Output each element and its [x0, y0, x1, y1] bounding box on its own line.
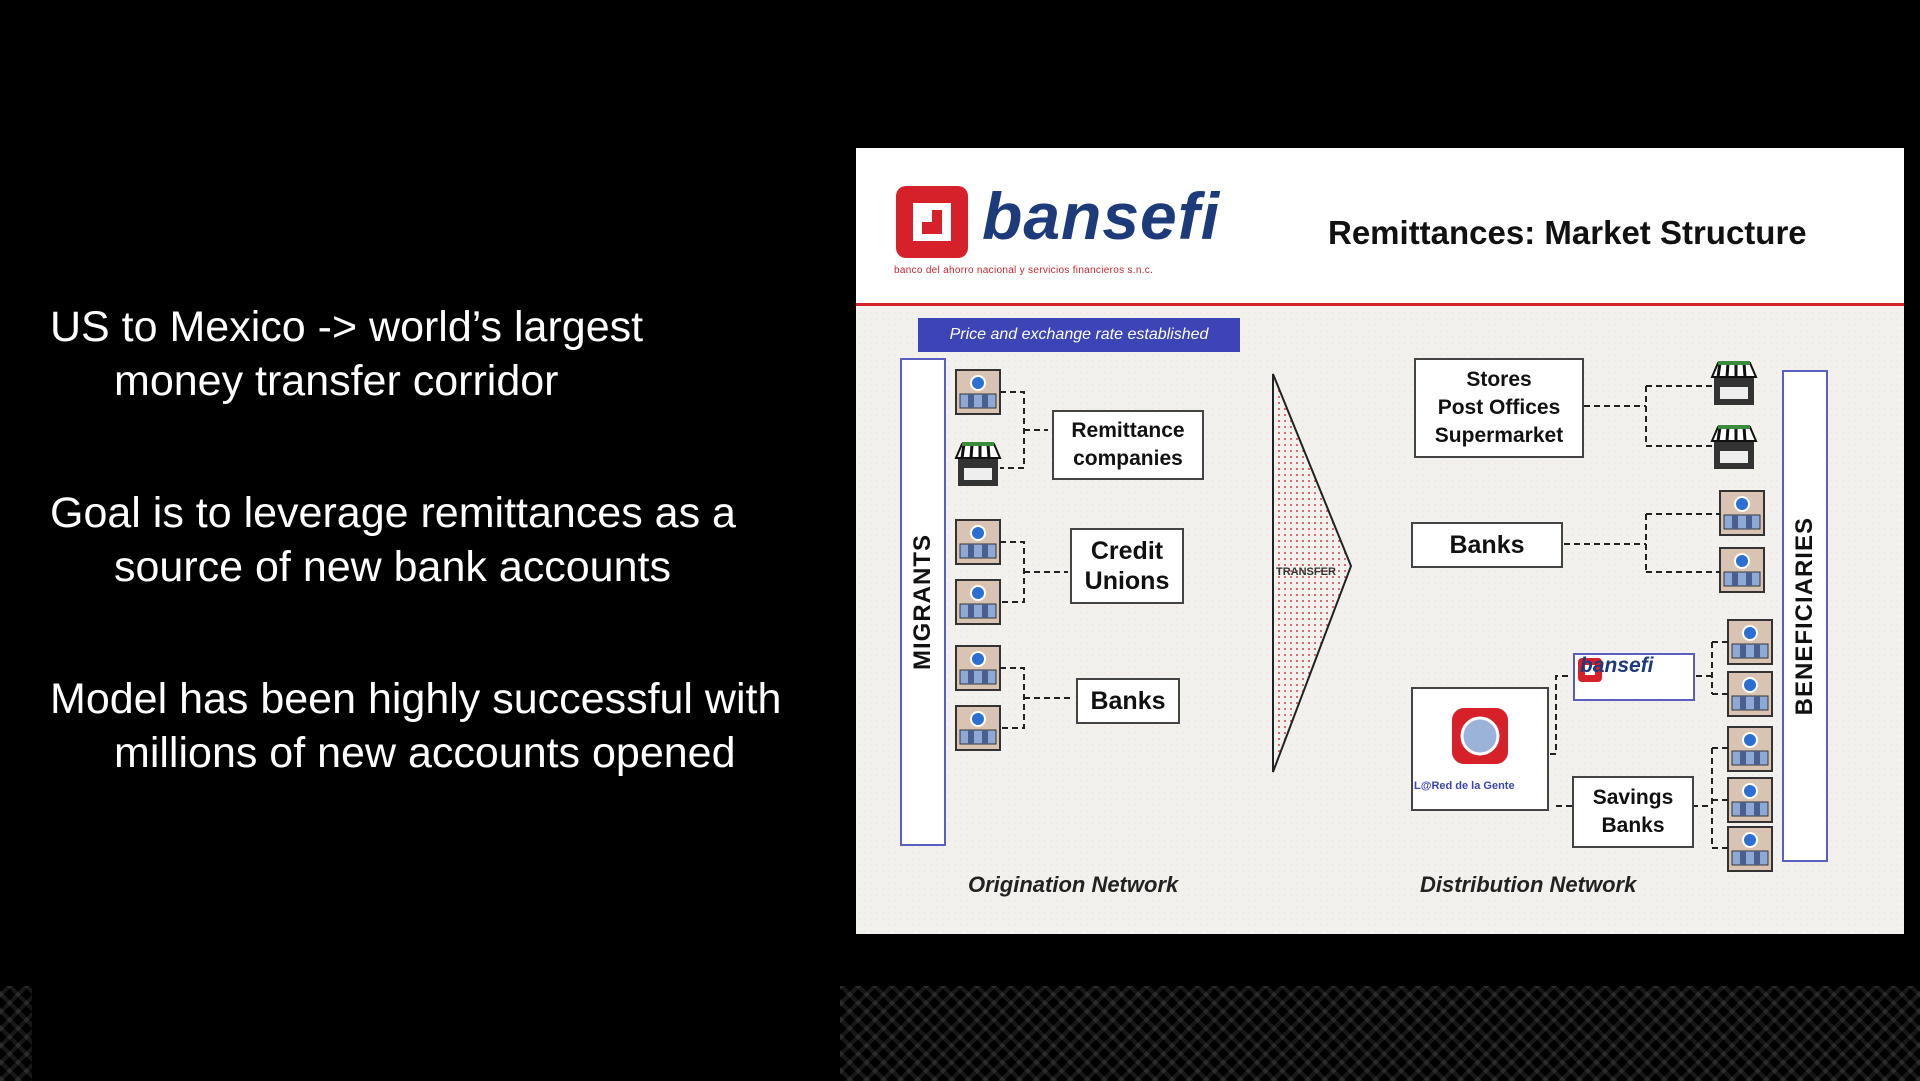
bullet-item: Model has been highly successful with mi…: [50, 672, 850, 780]
stores-box: Stores Post Offices Supermarket: [1414, 358, 1584, 458]
bank-building-icon: [1727, 726, 1773, 772]
pattern-gap: [32, 986, 840, 1081]
bank-building-icon: [955, 645, 1001, 691]
shop-icon: [1710, 359, 1758, 407]
credit-unions-box: Credit Unions: [1070, 528, 1184, 604]
bullet-line-indented: source of new bank accounts: [114, 543, 671, 591]
red-de-la-gente-label: L@Red de la Gente: [1414, 780, 1515, 792]
slide-header: [856, 148, 1904, 306]
bank-building-icon: [1727, 826, 1773, 872]
origination-banks-box: Banks: [1076, 678, 1180, 724]
bank-building-icon: [1719, 547, 1765, 593]
bank-building-icon: [1719, 490, 1765, 536]
slide-title: Remittances: Market Structure: [1328, 214, 1807, 251]
market-structure-slide: bansefi banco del ahorro nacional y serv…: [856, 148, 1904, 934]
logo-subtitle: banco del ahorro nacional y servicios fi…: [894, 265, 1154, 276]
bansefi-small-logo-text: bansefi: [1580, 654, 1654, 677]
beneficiaries-bar: BENEFICIARIES: [1782, 370, 1828, 862]
beneficiaries-label: BENEFICIARIES: [1791, 516, 1818, 716]
bullet-list: US to Mexico -> world’s largest money tr…: [50, 300, 850, 858]
bansefi-logo: bansefi: [982, 179, 1221, 253]
diagram-canvas: [857, 186, 1903, 933]
bullet-line-indented: millions of new accounts opened: [114, 729, 736, 777]
bank-building-icon: [1727, 777, 1773, 823]
migrants-bar: MIGRANTS: [900, 358, 946, 846]
shop-icon: [954, 440, 1002, 488]
bank-building-icon: [955, 519, 1001, 565]
bullet-line: Model has been highly successful with: [50, 675, 782, 723]
price-tagline: Price and exchange rate established: [918, 318, 1240, 352]
bank-building-icon: [955, 579, 1001, 625]
bullet-line-indented: money transfer corridor: [114, 357, 559, 405]
bullet-line: Goal is to leverage remittances as a: [50, 489, 736, 537]
shop-icon: [1710, 423, 1758, 471]
distribution-network-label: Distribution Network: [1420, 872, 1637, 897]
bansefi-logo-mark: [896, 186, 968, 258]
transfer-arrow: [1272, 373, 1353, 773]
bank-building-icon: [955, 369, 1001, 415]
savings-banks-box: Savings Banks: [1572, 776, 1694, 848]
remittance-companies-box: Remittance companies: [1052, 410, 1204, 480]
transfer-label: TRANSFER: [1276, 566, 1336, 578]
bank-building-icon: [1727, 671, 1773, 717]
bullet-item: US to Mexico -> world’s largest money tr…: [50, 300, 850, 408]
bullet-item: Goal is to leverage remittances as a sou…: [50, 486, 850, 594]
connector-lines: [1000, 385, 1728, 849]
bansefi-small-logo: [1573, 653, 1695, 701]
bullet-line: US to Mexico -> world’s largest: [50, 303, 644, 351]
bank-building-icon: [955, 705, 1001, 751]
migrants-label: MIGRANTS: [909, 534, 936, 670]
distribution-banks-box: Banks: [1411, 522, 1563, 568]
header-divider: [856, 303, 1904, 306]
origination-network-label: Origination Network: [968, 872, 1179, 897]
red-de-la-gente-logo: [1411, 687, 1549, 811]
bank-building-icon: [1727, 619, 1773, 665]
